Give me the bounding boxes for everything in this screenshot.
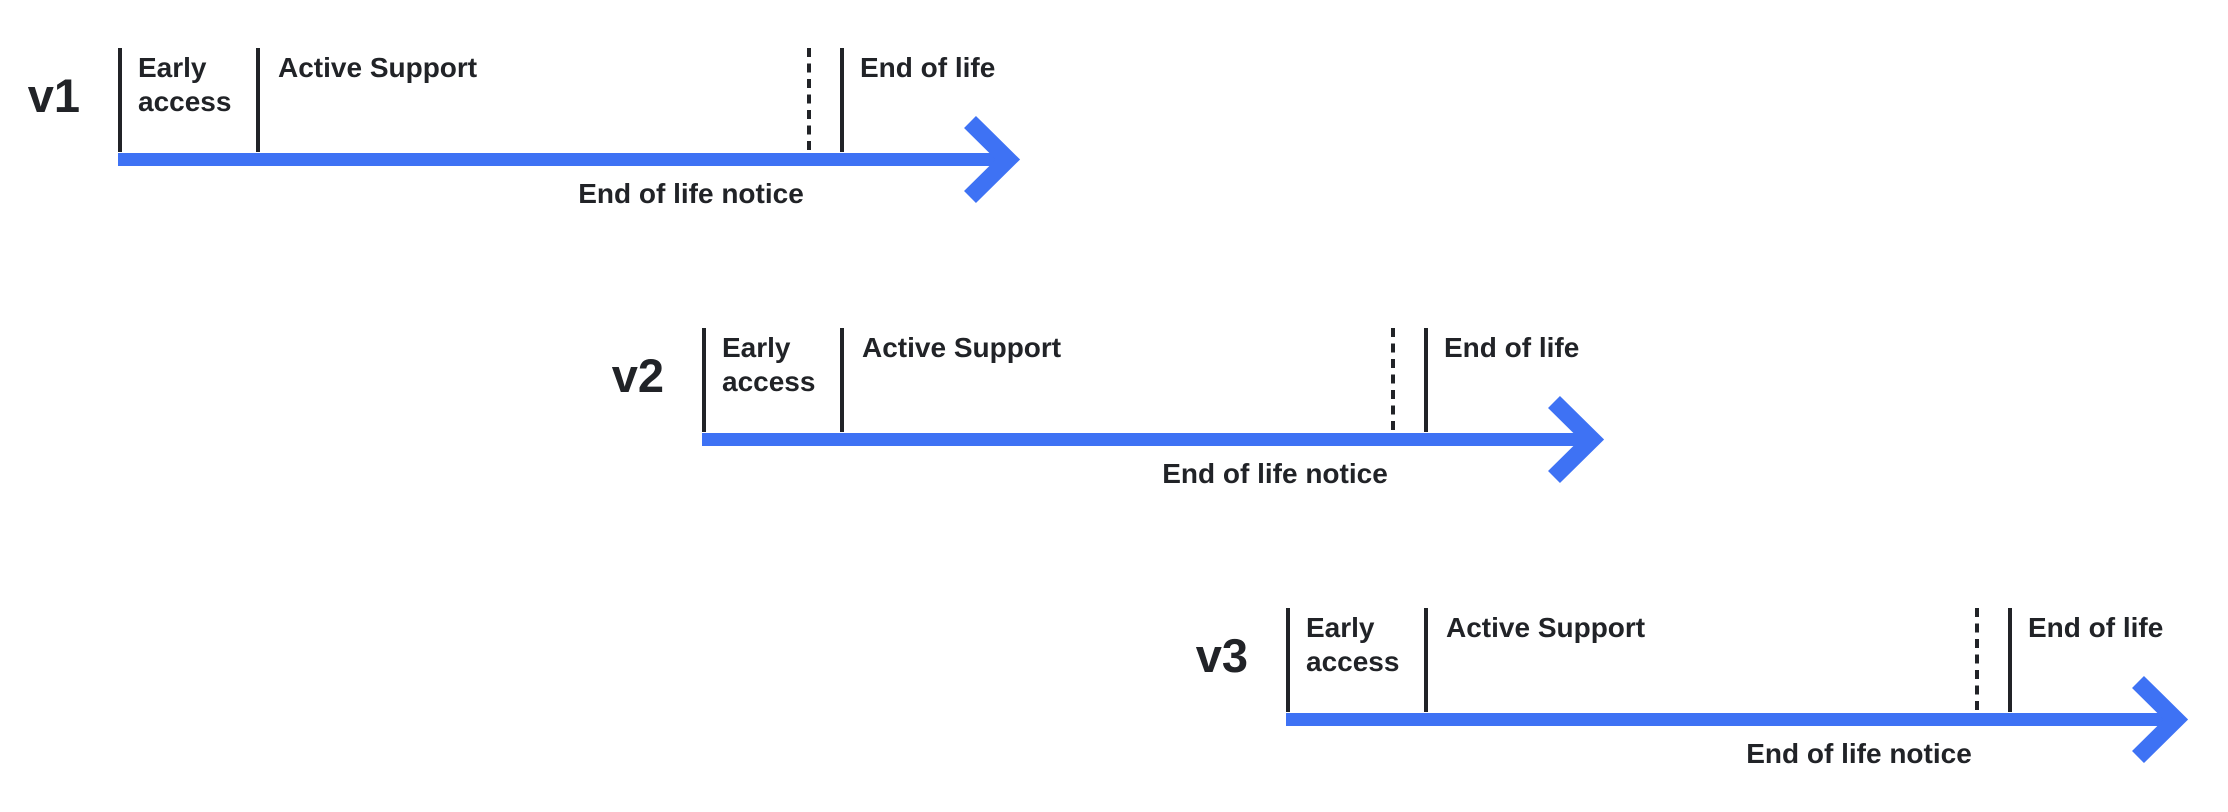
active-support-label: Active Support [1446, 612, 1646, 643]
end-of-life-tick [2008, 608, 2012, 712]
timeline-v3: v3 Early access Active Support End of li… [1196, 608, 2198, 780]
active-support-label: Active Support [862, 332, 1062, 363]
timeline-arrow-shaft [1286, 713, 2170, 726]
end-of-life-label: End of life [860, 52, 996, 83]
end-of-life-tick [1424, 328, 1428, 432]
timeline-v2: v2 Early access Active Support End of li… [612, 328, 1614, 500]
active-support-tick [1424, 608, 1428, 712]
version-label: v3 [1195, 629, 1248, 682]
timeline-graphic [1286, 608, 2189, 764]
timeline-v1: v1 Early access Active Support End of li… [28, 48, 1030, 220]
active-support-label: Active Support [278, 52, 478, 83]
timeline-graphic [118, 48, 1021, 204]
end-of-life-label: End of life [1444, 332, 1580, 363]
start-tick [1286, 608, 1290, 712]
end-of-life-label: End of life [2028, 612, 2164, 643]
end-of-life-notice-label: End of life notice [1746, 738, 1972, 769]
version-label: v1 [27, 69, 80, 122]
end-of-life-notice-label: End of life notice [1162, 458, 1388, 489]
active-support-tick [840, 328, 844, 432]
timeline-arrow-shaft [702, 433, 1586, 446]
end-of-life-tick [840, 48, 844, 152]
end-of-life-notice-label: End of life notice [578, 178, 804, 209]
arrow-head-icon [964, 115, 1021, 204]
timeline-arrow-shaft [118, 153, 1002, 166]
start-tick [118, 48, 122, 152]
arrow-head-icon [1548, 395, 1605, 484]
early-access-label: Early access [722, 332, 816, 397]
start-tick [702, 328, 706, 432]
arrow-head-icon [2132, 675, 2189, 764]
early-access-label: Early access [1306, 612, 1400, 677]
version-label: v2 [611, 349, 664, 402]
timeline-graphic [702, 328, 1605, 484]
active-support-tick [256, 48, 260, 152]
early-access-label: Early access [138, 52, 232, 117]
